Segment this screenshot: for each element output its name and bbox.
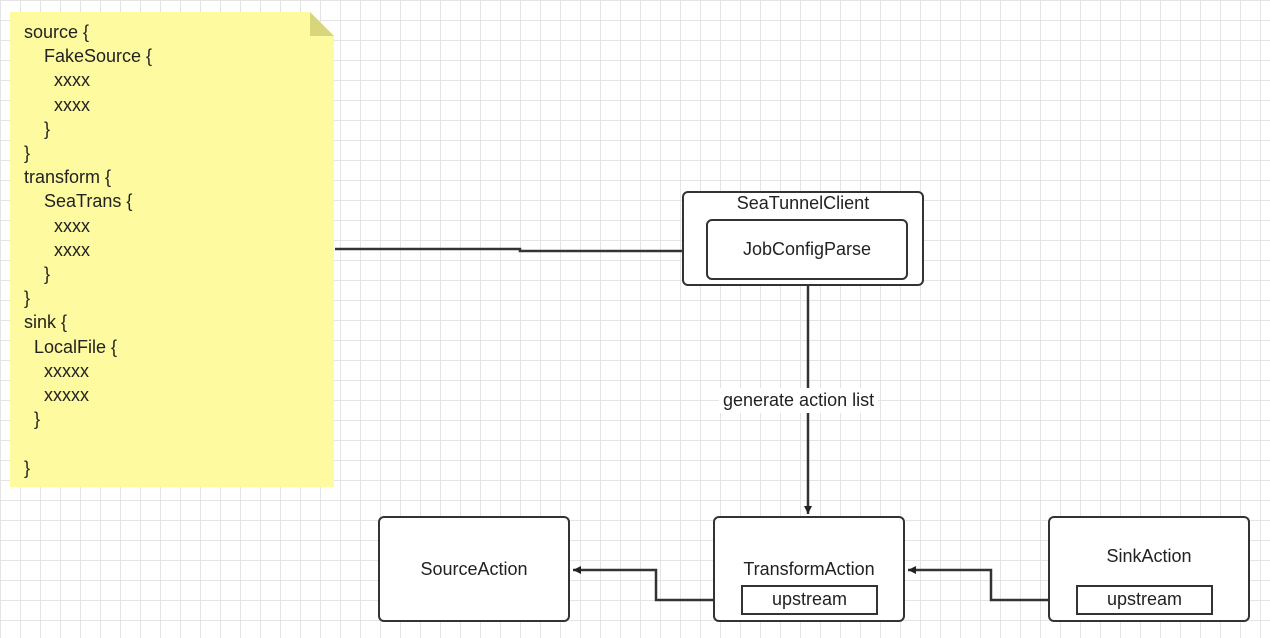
source-action-label: SourceAction <box>420 559 528 579</box>
transform-upstream-port <box>741 585 878 615</box>
edge-note-to-parser <box>335 247 705 255</box>
sink-upstream-port <box>1076 585 1213 615</box>
config-text: source { FakeSource { xxxx xxxx } } tran… <box>24 22 153 478</box>
edge-sink-to-transform <box>908 566 1077 602</box>
sink-upstream-label: upstream <box>1106 589 1183 609</box>
sink-action-label: SinkAction <box>1106 546 1192 566</box>
source-action-node <box>378 516 570 622</box>
transform-action-label: TransformAction <box>743 559 875 579</box>
edge-transform-to-source <box>573 566 742 602</box>
generate-action-list-label: generate action list <box>719 388 879 413</box>
job-config-parse-node <box>706 219 908 280</box>
job-config-parse-label: JobConfigParse <box>742 239 872 259</box>
config-note <box>10 12 334 487</box>
transform-upstream-label: upstream <box>771 589 848 609</box>
seatunnel-client-label: SeaTunnelClient <box>736 193 870 213</box>
